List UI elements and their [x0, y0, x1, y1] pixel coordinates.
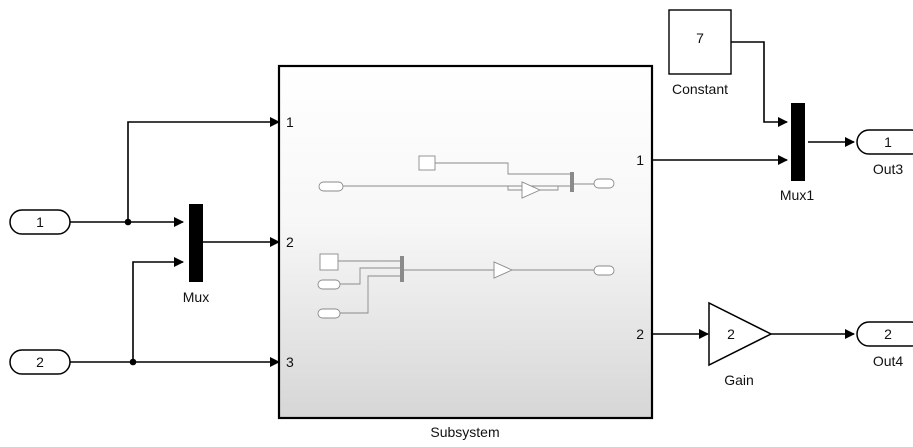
outport-out4-name: Out4 — [873, 353, 904, 369]
subsystem-in-port-2: 2 — [286, 234, 294, 250]
wire-in1-branch-to-subsystem-port1[interactable] — [127, 117, 280, 222]
constant-name: Constant — [672, 81, 728, 97]
outport-out3-block[interactable]: 1 Out3 — [856, 129, 913, 177]
mux1-name: Mux1 — [780, 187, 814, 203]
preview-gain-icon — [521, 181, 542, 199]
wire-constant-to-mux1[interactable] — [731, 41, 788, 127]
constant-block[interactable]: 7 Constant — [668, 9, 732, 97]
outport-out4-label: 2 — [884, 326, 892, 342]
preview-gain-icon-2 — [493, 261, 514, 279]
preview-constant-icon — [418, 155, 436, 171]
mux-name: Mux — [183, 289, 209, 305]
outport-out3-name: Out3 — [873, 161, 904, 177]
wire-in2-branch-to-mux[interactable] — [132, 257, 184, 362]
signal-lines — [70, 41, 855, 367]
mux1-block[interactable]: Mux1 — [780, 103, 814, 203]
subsystem-name: Subsystem — [430, 424, 499, 440]
constant-value: 7 — [696, 30, 704, 46]
inport-2-block[interactable]: 2 — [9, 349, 71, 375]
inport-1-block[interactable]: 1 — [9, 209, 71, 235]
subsystem-content-preview — [317, 155, 615, 319]
inport-1-label: 1 — [36, 214, 44, 230]
branch-point — [129, 358, 137, 366]
gain-block[interactable]: 2 Gain — [708, 301, 773, 388]
branch-point — [124, 218, 132, 226]
gain-name: Gain — [724, 372, 754, 388]
outport-out4-block[interactable]: 2 Out4 — [856, 321, 913, 369]
preview-mux-icon-2 — [400, 256, 404, 282]
gain-value: 2 — [727, 326, 735, 342]
inport-2-label: 2 — [36, 354, 44, 370]
gain-triangle-icon — [708, 301, 773, 367]
subsystem-out-port-2: 2 — [636, 326, 644, 342]
mux-block[interactable]: Mux — [183, 204, 209, 305]
subsystem-out-port-1: 1 — [636, 152, 644, 168]
preview-mux-icon — [570, 172, 574, 192]
subsystem-in-port-3: 3 — [286, 354, 294, 370]
subsystem-block[interactable]: 1 2 3 1 2 — [277, 64, 654, 440]
outport-out3-label: 1 — [884, 134, 892, 150]
subsystem-in-port-1: 1 — [286, 114, 294, 130]
preview-constant-icon-2 — [319, 253, 339, 271]
